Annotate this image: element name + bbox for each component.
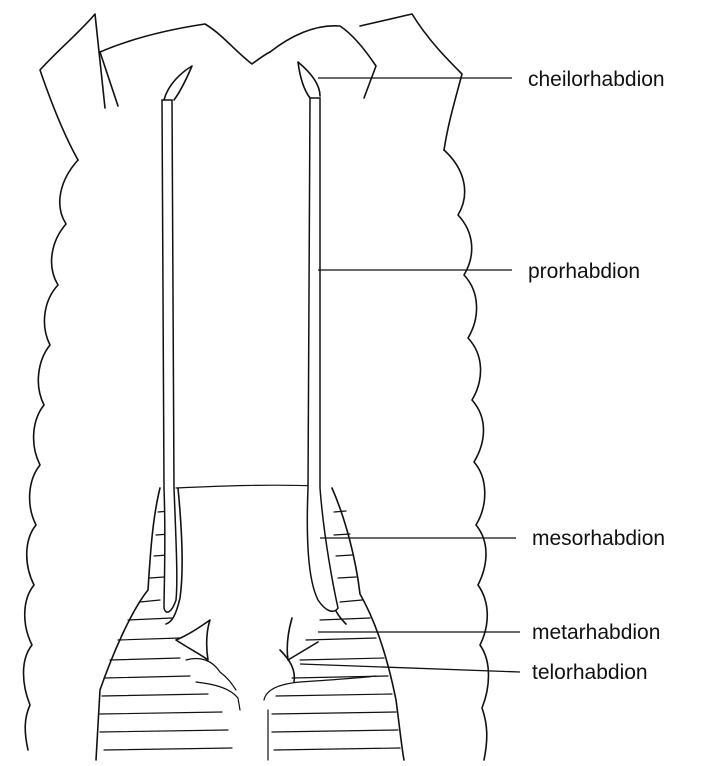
right-stoma-tube (298, 62, 338, 611)
metarhabdion-teeth (176, 618, 318, 682)
label-telorhabdion: telorhabdion (532, 661, 648, 684)
label-mesorhabdion: mesorhabdion (532, 527, 665, 550)
label-prorhabdion: prorhabdion (528, 260, 640, 283)
label-cheilorhabdion: cheilorhabdion (528, 68, 665, 91)
label-metarhabdion: metarhabdion (532, 621, 660, 644)
head-lips (40, 14, 462, 160)
stoma-wall-right (264, 488, 404, 760)
left-stoma-tube (162, 66, 192, 612)
rhabdion-boundary-line (176, 485, 318, 488)
labels: cheilorhabdion prorhabdion mesorhabdion … (528, 68, 665, 684)
